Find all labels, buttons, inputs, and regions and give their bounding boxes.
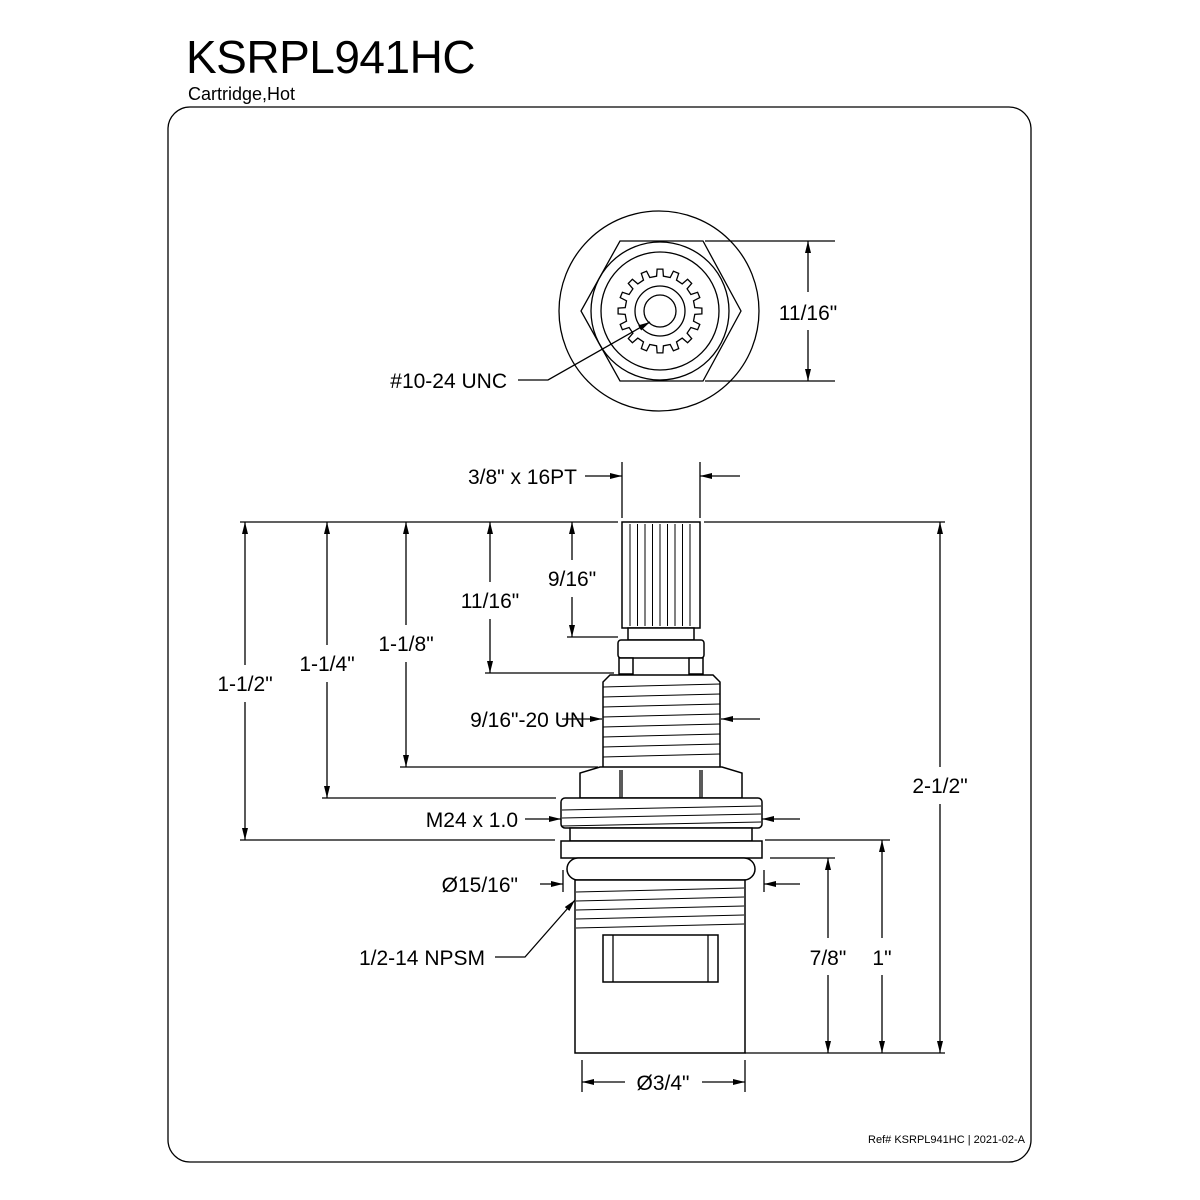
dim-11-16-label: 11/16" bbox=[461, 590, 519, 613]
thread-callout-label: #10-24 UNC bbox=[390, 370, 507, 393]
reference-label: Ref# KSRPL941HC | 2021-02-A bbox=[868, 1134, 1026, 1146]
upper-thread-label: 9/16"-20 UN bbox=[470, 709, 585, 732]
dim-1-label: 1" bbox=[872, 947, 891, 970]
ring-thread-label: M24 x 1.0 bbox=[426, 809, 518, 832]
hex-dimension-label: 11/16" bbox=[779, 302, 837, 325]
hex-nut bbox=[579, 766, 743, 799]
upper-thread bbox=[602, 674, 721, 767]
dimensions: 3/8" x 16PT 1-1/2" 1-1/4" 1-1/8" 11/16" … bbox=[217, 462, 968, 1095]
body-diameter-label: Ø3/4" bbox=[637, 1072, 690, 1095]
dim-1-1-4-label: 1-1/4" bbox=[299, 653, 354, 676]
product-title: KSRPL941HC bbox=[186, 31, 476, 83]
side-view-part bbox=[560, 521, 763, 1054]
dim-7-8-label: 7/8" bbox=[810, 947, 847, 970]
product-subtitle: Cartridge,Hot bbox=[188, 84, 296, 104]
oring-diameter-label: Ø15/16" bbox=[442, 874, 518, 897]
stem-spline-label: 3/8" x 16PT bbox=[468, 466, 577, 489]
dim-9-16-label: 9/16" bbox=[548, 568, 596, 591]
o-ring bbox=[566, 857, 756, 881]
hex-outline bbox=[580, 240, 742, 382]
dim-2-1-2-label: 2-1/2" bbox=[912, 775, 967, 798]
top-view: 11/16" #10-24 UNC bbox=[390, 210, 837, 412]
flange bbox=[560, 840, 763, 859]
dim-1-1-8-label: 1-1/8" bbox=[378, 633, 433, 656]
lower-thread-label: 1/2-14 NPSM bbox=[359, 947, 485, 970]
body-window bbox=[602, 934, 719, 983]
stem-spline bbox=[621, 521, 701, 629]
spline-teeth bbox=[617, 268, 703, 354]
dim-1-1-2-label: 1-1/2" bbox=[217, 673, 272, 696]
drawing-frame bbox=[167, 106, 1032, 1163]
